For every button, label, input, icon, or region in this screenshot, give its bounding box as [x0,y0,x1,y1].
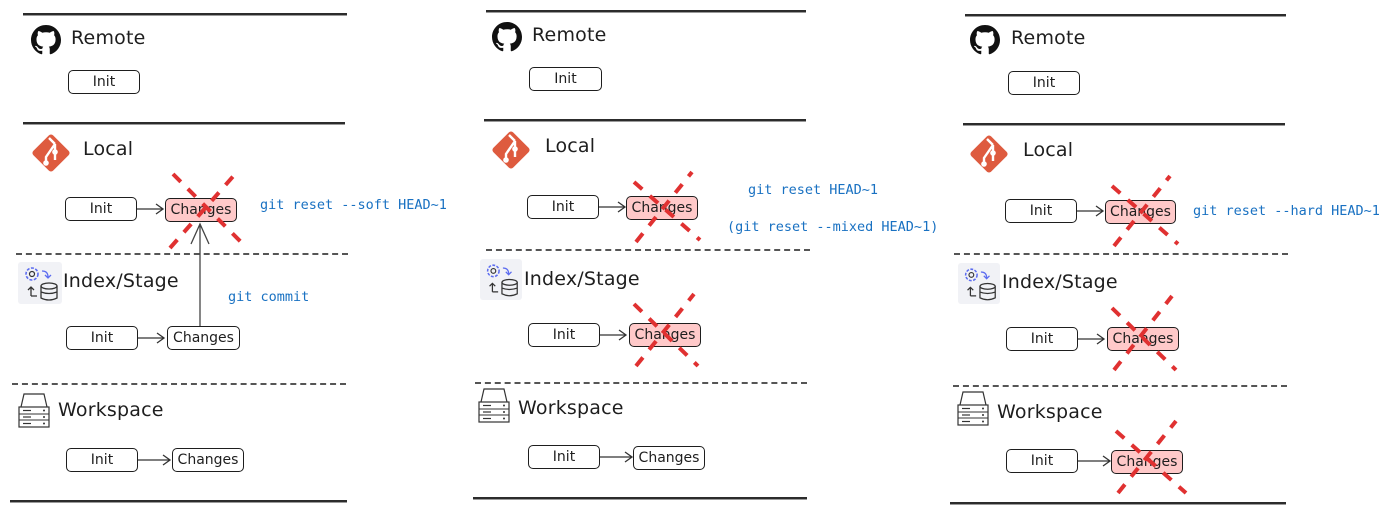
commit-arrow-icon [190,222,210,326]
commit-node[interactable]: Init [66,448,138,472]
commit-node-removed[interactable]: Changes [1105,200,1176,224]
arrow-icon [138,332,166,344]
commit-node[interactable]: Changes [172,448,244,472]
divider-local-stage [486,249,810,251]
arrow-icon [600,329,628,341]
commit-node[interactable]: Changes [167,326,240,350]
git-icon [492,131,530,169]
section-title-stage: Index/Stage [1002,271,1118,293]
divider-remote-local [484,119,806,121]
commit-node[interactable]: Init [528,323,600,347]
section-title-stage: Index/Stage [63,270,179,292]
stage-database-icon [480,259,522,300]
command-reset-mixed: git reset HEAD~1 [748,182,879,198]
commit-node[interactable]: Init [528,445,600,469]
server-icon [18,393,50,428]
divider-top [486,10,806,12]
section-title-workspace: Workspace [518,397,624,419]
github-icon [31,25,61,55]
divider-remote-local [23,122,345,124]
command-reset-mixed-alias: (git reset --mixed HEAD~1) [727,219,939,235]
arrow-icon [1077,205,1105,217]
arrow-icon [1078,333,1106,345]
divider-local-stage [16,253,348,255]
commit-node[interactable]: Init [66,326,138,350]
divider-top [965,14,1286,16]
arrow-icon [1078,455,1112,467]
panel-reset-soft: Remote Init Local Init Changes git reset… [0,0,470,513]
section-title-workspace: Workspace [58,399,164,421]
arrow-icon [600,451,634,463]
commit-node-removed[interactable]: Changes [1107,327,1179,351]
commit-node[interactable]: Init [1006,449,1078,473]
stage-database-icon [18,262,62,304]
divider-bottom [10,500,347,502]
commit-node[interactable]: Init [65,197,137,221]
commit-node[interactable]: Init [1006,327,1078,351]
section-title-remote: Remote [1011,27,1086,49]
divider-bottom [950,502,1286,504]
divider-stage-workspace [953,385,1287,387]
section-title-stage: Index/Stage [524,268,640,290]
github-icon [970,25,1000,55]
git-icon [970,135,1008,173]
commit-node[interactable]: Init [1005,199,1077,223]
section-title-remote: Remote [71,27,146,49]
section-title-workspace: Workspace [997,401,1103,423]
divider-remote-local [963,123,1285,125]
command-git-commit: git commit [228,289,310,305]
command-reset-hard: git reset --hard HEAD~1 [1193,203,1380,219]
commit-node-removed[interactable]: Changes [1111,450,1183,474]
arrow-icon [138,454,172,466]
commit-node[interactable]: Init [68,70,140,94]
section-title-local: Local [545,135,596,157]
divider-bottom [473,497,807,499]
arrow-icon [137,203,165,215]
git-icon [32,134,70,172]
divider-stage-workspace [12,383,346,385]
server-icon [478,388,510,423]
section-title-local: Local [83,138,134,160]
commit-node[interactable]: Changes [633,446,705,470]
divider-stage-workspace [475,382,807,384]
divider-local-stage [954,253,1288,255]
commit-node[interactable]: Init [529,67,602,91]
section-title-remote: Remote [532,24,607,46]
commit-node[interactable]: Init [527,195,599,219]
github-icon [492,22,522,52]
arrow-icon [599,201,627,213]
stage-database-icon [958,263,1000,304]
commit-node[interactable]: Init [1008,71,1080,95]
section-title-local: Local [1023,139,1074,161]
command-reset-soft: git reset --soft HEAD~1 [260,197,447,213]
divider-top [23,13,347,15]
server-icon [957,391,989,426]
